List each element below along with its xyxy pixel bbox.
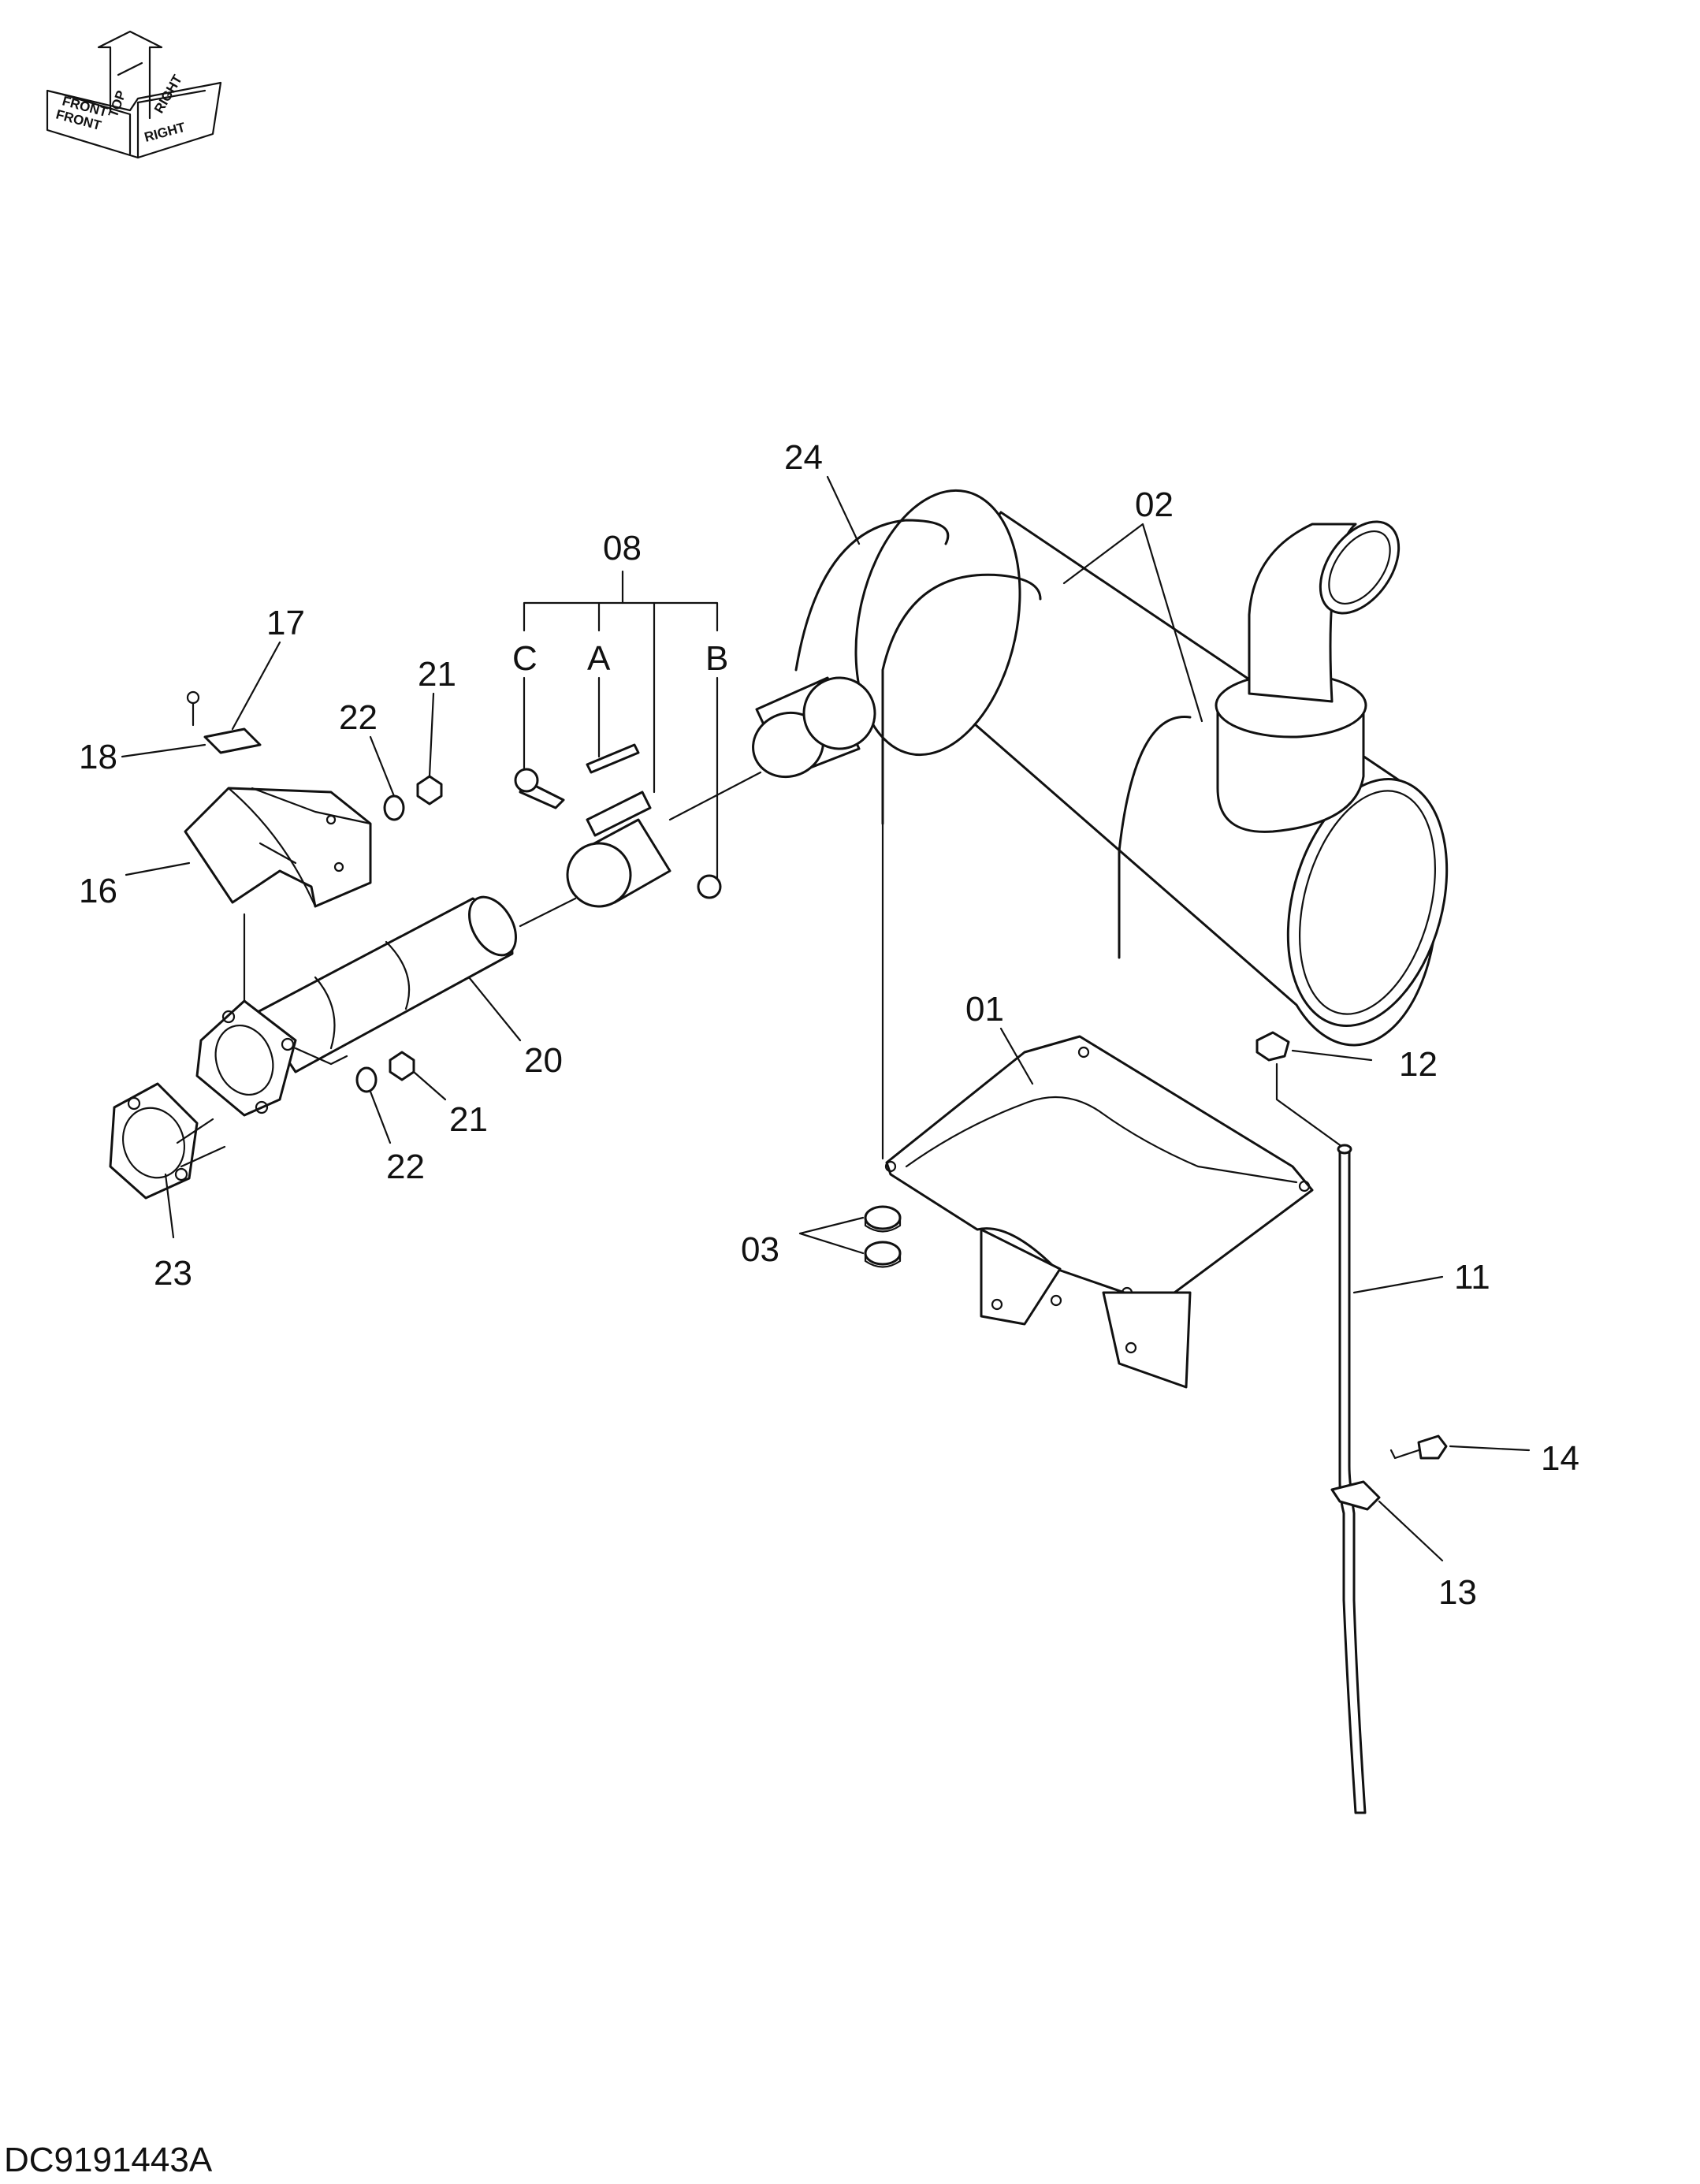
- heat-shield-bracket: [184, 787, 372, 1003]
- nuts-03: [864, 822, 902, 1268]
- orientation-top-label: TOP: [106, 88, 129, 119]
- callout-24: 24: [784, 438, 823, 477]
- drawing-id: DC9191443A: [4, 2141, 213, 2179]
- callout-13: 13: [1438, 1573, 1477, 1612]
- callouts: 24 02 08 C A B 17 18 22 21 16 20 21 22 2…: [79, 438, 1579, 1612]
- callout-16: 16: [79, 872, 117, 910]
- callout-21-upper: 21: [418, 655, 456, 694]
- callout-22-upper: 22: [339, 698, 378, 737]
- orientation-indicator: TOP FRONT RIGHT FRONT RIGHT: [46, 30, 222, 159]
- callout-17: 17: [266, 604, 305, 642]
- callout-08: 08: [603, 529, 642, 567]
- callout-18: 18: [79, 738, 117, 776]
- callout-20: 20: [524, 1041, 563, 1080]
- muffler: [752, 489, 1449, 1047]
- callout-21-lower: 21: [449, 1100, 488, 1139]
- mounting-bracket: [884, 1035, 1314, 1389]
- callout-23: 23: [154, 1254, 192, 1293]
- callout-11: 11: [1454, 1258, 1490, 1297]
- callout-a: A: [587, 639, 611, 678]
- clamp-assembly: [514, 743, 762, 928]
- name-plate: [186, 690, 262, 754]
- callout-22-lower: 22: [386, 1148, 425, 1186]
- callout-12: 12: [1399, 1045, 1438, 1084]
- callout-b: B: [705, 639, 728, 678]
- gasket: [109, 1082, 226, 1200]
- callout-02: 02: [1135, 486, 1174, 524]
- exhaust-pipe: [195, 895, 517, 1117]
- callout-03: 03: [741, 1230, 779, 1269]
- drain-pipe: [1255, 1031, 1448, 1814]
- callout-01: 01: [965, 990, 1004, 1029]
- orientation-right-small-label: RIGHT: [151, 72, 185, 116]
- leader-lines: [121, 475, 1531, 1562]
- washers-nuts: [294, 775, 443, 1093]
- callout-c: C: [512, 639, 538, 678]
- orientation-right-label: RIGHT: [143, 120, 188, 145]
- callout-14: 14: [1541, 1439, 1579, 1478]
